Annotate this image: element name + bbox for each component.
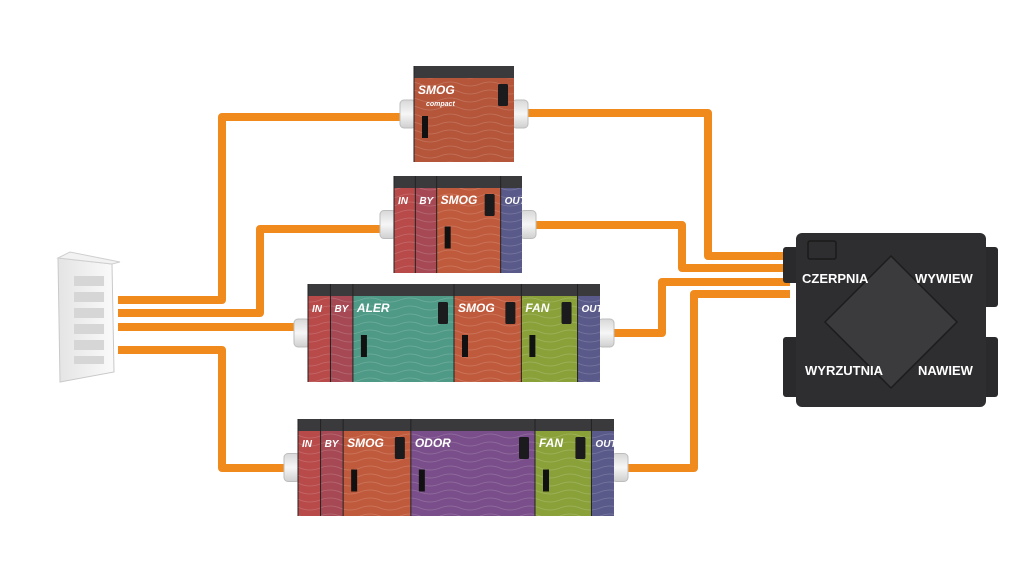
module-in-label: IN bbox=[302, 439, 313, 450]
module-out-texture bbox=[500, 188, 522, 273]
module-smog: SMOG bbox=[436, 176, 501, 273]
label-wyrzutnia: WYRZUTNIA bbox=[805, 363, 884, 378]
module-handle bbox=[529, 335, 536, 357]
heat-recovery-unit: CZERPNIA WYWIEW WYRZUTNIA NAWIEW bbox=[783, 233, 998, 407]
module-out: OUT bbox=[577, 284, 604, 382]
filter-unit-3: IN BY ALER SMOG FAN OUT bbox=[293, 284, 615, 382]
module-by: BY bbox=[320, 419, 344, 516]
hru-display bbox=[807, 240, 837, 260]
module-by-label: BY bbox=[334, 304, 349, 315]
module-fan: FAN bbox=[534, 419, 592, 516]
label-wywiew: WYWIEW bbox=[915, 271, 973, 286]
module-by-texture bbox=[415, 188, 437, 273]
label-nawiew: NAWIEW bbox=[918, 363, 974, 378]
module-smog-label: SMOG bbox=[418, 83, 455, 97]
duct-inlet-4 bbox=[118, 346, 290, 472]
module-by-texture bbox=[330, 296, 353, 382]
duct-network bbox=[118, 109, 790, 472]
module-in-texture bbox=[298, 431, 321, 516]
control-panel-icon bbox=[505, 302, 516, 324]
label-czerpnia: CZERPNIA bbox=[802, 271, 869, 286]
module-in: IN bbox=[307, 284, 331, 382]
module-handle bbox=[543, 469, 549, 492]
duct-outlet-3 bbox=[608, 278, 790, 337]
module-by: BY bbox=[414, 176, 437, 273]
duct-outlet-2 bbox=[536, 221, 790, 272]
module-out-label: OUT bbox=[582, 304, 604, 315]
module-smog-label: SMOG bbox=[441, 193, 478, 207]
module-handle bbox=[418, 469, 425, 492]
module-odor-label: ODOR bbox=[415, 436, 451, 450]
module-smog-texture bbox=[414, 78, 514, 162]
module-by: BY bbox=[329, 284, 353, 382]
duct-inlet-2 bbox=[118, 225, 388, 317]
module-in-texture bbox=[394, 188, 416, 273]
module-in-label: IN bbox=[398, 196, 409, 207]
module-smog: SMOG bbox=[342, 419, 411, 516]
module-out: OUT bbox=[500, 176, 527, 273]
module-handle bbox=[462, 335, 468, 357]
filter-unit-2: IN BY SMOG OUT bbox=[379, 176, 537, 273]
module-smog-label: SMOG bbox=[347, 436, 384, 450]
module-fan-label: FAN bbox=[525, 301, 549, 315]
filter-unit-4: IN BY SMOG ODOR FAN OUT bbox=[283, 419, 629, 516]
module-by-texture bbox=[320, 431, 344, 516]
control-panel-icon bbox=[561, 302, 572, 324]
duct-outlet-4 bbox=[624, 290, 790, 472]
unit-outlet-stub bbox=[611, 453, 629, 482]
module-out-label: OUT bbox=[505, 196, 527, 207]
control-panel-icon bbox=[394, 437, 405, 459]
module-odor: ODOR bbox=[410, 419, 535, 516]
module-smog: SMOG compact bbox=[413, 66, 514, 162]
control-panel-icon bbox=[484, 194, 495, 216]
filter-unit-1: SMOG compact bbox=[399, 66, 529, 162]
duct-inlet-1 bbox=[118, 113, 402, 304]
module-handle bbox=[360, 335, 367, 357]
module-handle bbox=[444, 226, 451, 249]
intake-grille bbox=[56, 251, 121, 383]
module-fan: FAN bbox=[520, 284, 578, 382]
module-handle bbox=[422, 116, 428, 138]
unit-outlet-stub bbox=[511, 99, 529, 129]
module-smog-sublabel: compact bbox=[426, 101, 455, 108]
module-in: IN bbox=[297, 419, 321, 516]
unit-outlet-stub bbox=[597, 318, 615, 348]
module-handle bbox=[351, 469, 358, 492]
module-in-texture bbox=[308, 296, 331, 382]
module-smog-label: SMOG bbox=[458, 301, 495, 315]
module-in: IN bbox=[393, 176, 416, 273]
hru-exchanger-core bbox=[823, 254, 959, 390]
duct-outlet-1 bbox=[523, 109, 790, 260]
control-panel-icon bbox=[438, 302, 448, 324]
module-aler: ALER bbox=[352, 284, 454, 382]
module-odor-texture bbox=[410, 431, 535, 516]
control-panel-icon bbox=[498, 84, 508, 106]
module-smog: SMOG bbox=[453, 284, 522, 382]
module-out-texture bbox=[577, 296, 600, 382]
module-by-label: BY bbox=[419, 196, 434, 207]
control-panel-icon bbox=[519, 437, 529, 459]
unit-outlet-stub bbox=[519, 210, 537, 239]
control-panel-icon bbox=[575, 437, 586, 459]
module-fan-label: FAN bbox=[539, 436, 563, 450]
module-out-label: OUT bbox=[595, 439, 617, 450]
module-by-label: BY bbox=[325, 439, 340, 450]
module-out-texture bbox=[591, 431, 614, 516]
module-aler-texture bbox=[352, 296, 454, 382]
module-out: OUT bbox=[590, 419, 617, 516]
module-aler-label: ALER bbox=[356, 301, 390, 315]
module-in-label: IN bbox=[312, 304, 323, 315]
